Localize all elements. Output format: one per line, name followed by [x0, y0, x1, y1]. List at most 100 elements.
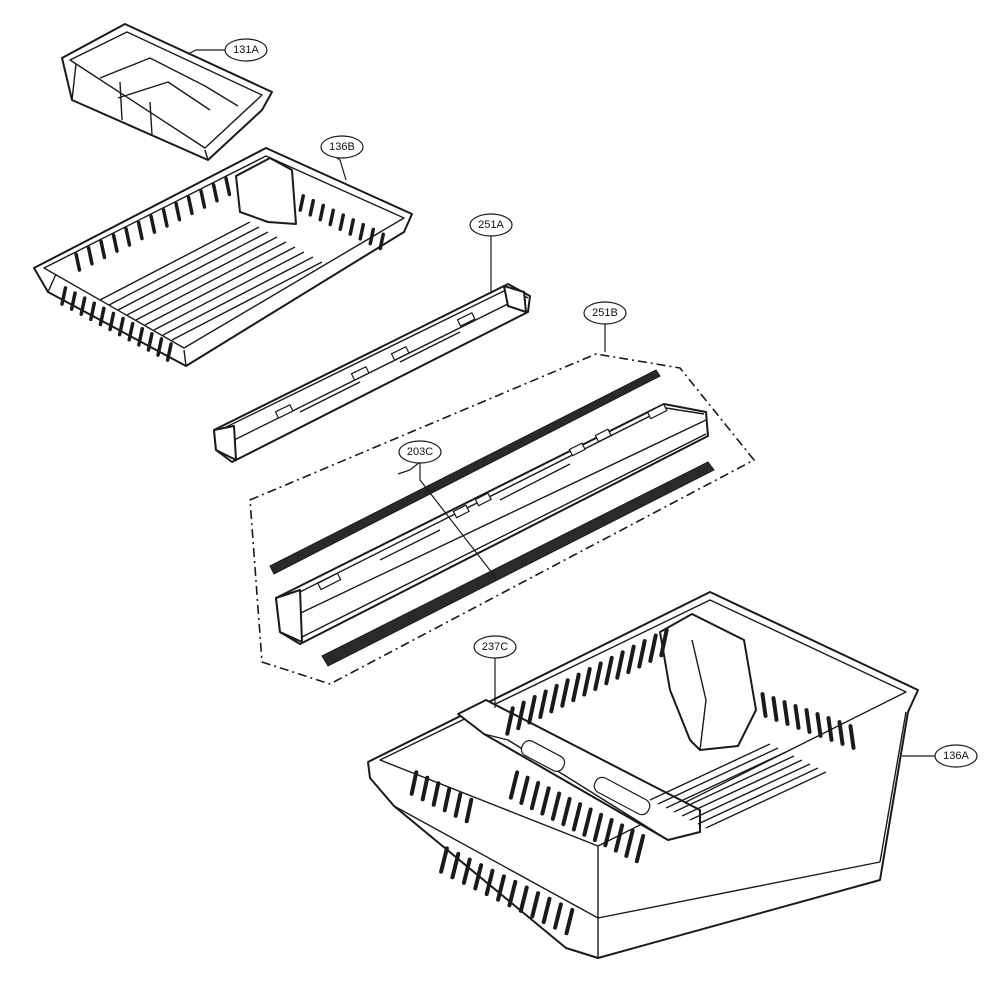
callout-label-203C: 203C: [407, 446, 433, 458]
vent-slot: [409, 770, 419, 796]
vent-slot: [496, 874, 506, 902]
part-251A-upper-rail: [213, 283, 531, 463]
vent-slot: [136, 220, 144, 241]
vent-slot: [117, 316, 125, 337]
vent-slot: [420, 775, 430, 802]
vent-slot: [507, 879, 518, 908]
vent-slot: [659, 627, 669, 658]
vent-slot: [98, 306, 106, 327]
vent-slot: [328, 208, 336, 227]
vent-slot: [848, 724, 856, 750]
callout-203C: 203C: [398, 440, 442, 464]
vent-slot: [149, 214, 157, 235]
callout-251A: 251A: [469, 213, 513, 237]
vent-slot: [439, 846, 449, 874]
vent-slot: [74, 252, 82, 272]
part-136B-upper-basket: [33, 147, 413, 367]
vent-slot: [358, 222, 366, 241]
vent-slot: [464, 797, 474, 824]
part-136A-lower-basket: [367, 591, 919, 959]
vent-slot: [530, 891, 541, 919]
vent-slot: [89, 301, 97, 322]
callout-label-136B: 136B: [329, 141, 355, 153]
vent-slot: [815, 712, 823, 738]
vent-slot: [318, 203, 326, 222]
callout-label-131A: 131A: [233, 44, 259, 56]
vent-slot: [108, 311, 116, 332]
vent-slot: [518, 885, 529, 913]
vent-slot: [161, 208, 169, 228]
lower-basket-front-slots: [439, 846, 575, 936]
vent-slot: [571, 672, 581, 703]
vent-slot: [613, 823, 625, 853]
vent-slot: [760, 692, 768, 718]
callout-label-251B: 251B: [592, 307, 618, 319]
vent-slot: [804, 708, 812, 734]
vent-slot: [79, 296, 87, 317]
floor-rib: [673, 755, 795, 813]
vent-slot: [127, 321, 135, 342]
vent-slot: [156, 337, 164, 357]
vent-slot: [826, 716, 834, 742]
floor-rib: [649, 743, 771, 801]
vent-slot: [793, 704, 801, 730]
callout-label-136A: 136A: [943, 750, 969, 762]
floor-rib: [126, 236, 278, 316]
lower-basket-divider-slots: [508, 770, 646, 864]
upper-basket-back-slots: [74, 176, 386, 272]
vent-slot: [593, 661, 603, 691]
vent-slot: [592, 812, 604, 843]
vent-slot: [564, 907, 575, 936]
lower-basket-right-slots: [760, 692, 856, 750]
vent-slot: [473, 863, 484, 891]
vent-slot: [368, 227, 376, 246]
vent-slot: [615, 650, 625, 680]
floor-rib: [665, 751, 787, 809]
vent-slot: [637, 639, 647, 669]
lower-basket-back-slots: [505, 627, 669, 736]
floor-rib: [135, 241, 287, 321]
vent-slot: [431, 781, 441, 807]
floor-rib: [657, 747, 779, 805]
vent-slot: [224, 176, 232, 197]
vent-slot: [450, 851, 461, 880]
upper-basket-front-slots: [60, 286, 173, 362]
floor-rib: [162, 256, 314, 336]
vent-slot: [348, 218, 356, 236]
vent-slot: [604, 655, 614, 686]
floor-rib: [99, 221, 251, 301]
vent-slot: [508, 770, 520, 800]
callout-136A: 136A: [934, 744, 978, 768]
vent-slot: [298, 194, 306, 212]
floor-rib: [681, 759, 803, 817]
vent-slot: [461, 857, 472, 885]
vent-slot: [378, 232, 386, 251]
callout-251B: 251B: [583, 301, 627, 325]
vent-slot: [69, 291, 77, 311]
vent-slot: [582, 807, 593, 837]
vent-slot: [505, 706, 515, 736]
vent-slot: [571, 802, 583, 832]
vent-slot: [86, 245, 94, 266]
callout-label-237C: 237C: [482, 641, 508, 653]
vent-slot: [516, 700, 526, 731]
vent-slot: [338, 213, 346, 232]
vent-slot: [124, 226, 132, 247]
vent-slot: [211, 182, 219, 203]
vent-slot: [527, 695, 537, 725]
floor-rib: [144, 246, 296, 326]
floor-rib: [689, 763, 811, 821]
vent-slot: [561, 796, 572, 827]
vent-slot: [626, 644, 636, 675]
vent-slot: [165, 342, 173, 362]
callout-label-251A: 251A: [478, 219, 504, 231]
floor-rib: [117, 231, 269, 311]
vent-slot: [541, 896, 552, 925]
vent-slot: [453, 792, 463, 818]
vent-slot: [99, 239, 107, 260]
vent-slot: [550, 791, 562, 821]
leader-lines: [187, 49, 935, 757]
vent-slot: [529, 780, 541, 811]
part-131A-small-tray: [61, 23, 273, 161]
